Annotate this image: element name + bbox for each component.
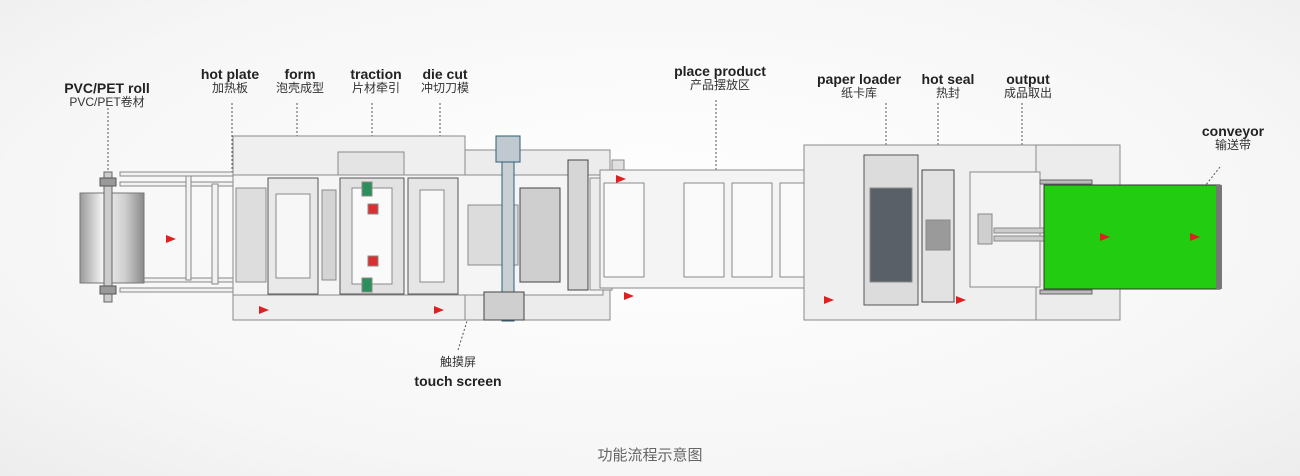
label-conveyor-en: conveyor (1201, 123, 1265, 139)
label-place-product-en: place product (674, 63, 766, 79)
label-paper-loader-en: paper loader (816, 71, 902, 87)
label-touch-screen-zh: 触摸屏 (439, 355, 476, 369)
label-place-product: place product 产品摆放区 (660, 63, 780, 93)
label-hot-plate-en: hot plate (200, 66, 260, 82)
label-form-en: form (284, 66, 316, 82)
label-traction-zh: 片材牵引 (351, 81, 400, 96)
label-touch-screen: 触摸屏 touch screen (400, 355, 516, 389)
label-output: output 成品取出 (990, 71, 1066, 101)
label-form-zh: 泡壳成型 (275, 81, 324, 96)
label-pvc-roll-en: PVC/PET roll (64, 80, 150, 96)
label-hot-seal: hot seal 热封 (910, 71, 986, 101)
label-pvc-roll-zh: PVC/PET卷材 (69, 95, 145, 110)
label-conveyor-zh: 输送带 (1214, 138, 1251, 153)
pvc-roll (79, 171, 145, 303)
label-hot-plate: hot plate 加热板 (190, 66, 270, 96)
label-output-zh: 成品取出 (1003, 86, 1052, 101)
label-pvc-roll: PVC/PET roll PVC/PET卷材 (52, 80, 162, 110)
label-touch-screen-en: touch screen (414, 372, 502, 389)
label-conveyor: conveyor 输送带 (1190, 123, 1276, 153)
label-form: form 泡壳成型 (265, 66, 335, 96)
label-hot-plate-zh: 加热板 (211, 81, 248, 96)
label-paper-loader: paper loader 纸卡库 (804, 71, 914, 101)
right-frame (803, 144, 1121, 321)
flow-arrows (166, 175, 1200, 314)
label-traction: traction 片材牵引 (340, 66, 412, 96)
left-frame (232, 135, 625, 322)
label-die-cut: die cut 冲切刀模 (410, 66, 480, 96)
label-hot-seal-en: hot seal (921, 71, 975, 87)
label-paper-loader-zh: 纸卡库 (840, 86, 877, 101)
label-hot-seal-zh: 热封 (935, 86, 960, 101)
label-place-product-zh: 产品摆放区 (689, 78, 750, 93)
label-output-en: output (1006, 71, 1050, 87)
label-die-cut-zh: 冲切刀模 (420, 81, 469, 96)
diagram-caption: 功能流程示意图 (597, 447, 703, 464)
label-die-cut-en: die cut (422, 66, 468, 82)
label-traction-en: traction (350, 66, 402, 82)
